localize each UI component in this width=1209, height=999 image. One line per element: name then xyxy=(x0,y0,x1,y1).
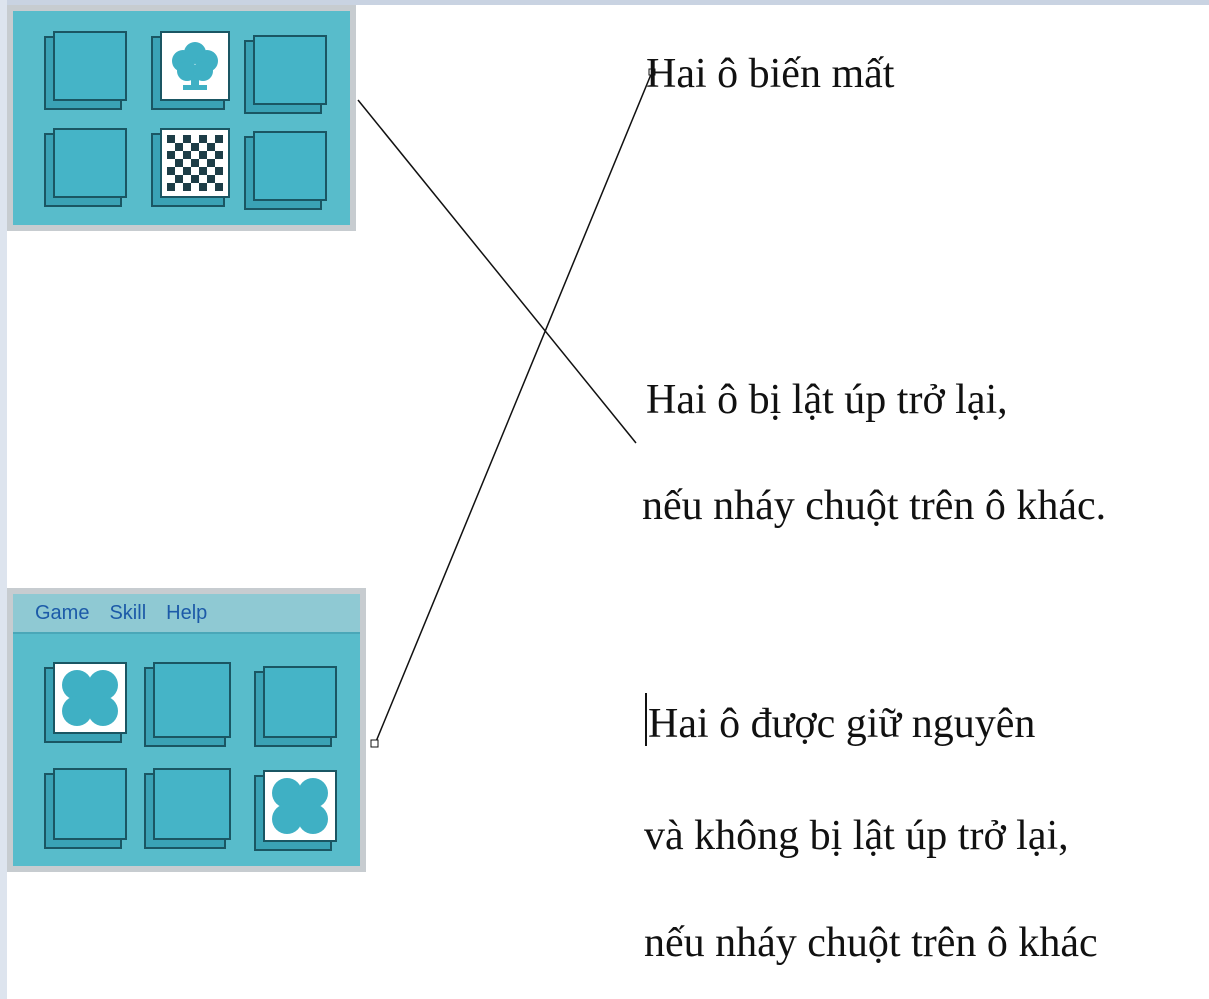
tile-flower[interactable] xyxy=(53,662,127,734)
game-board-top xyxy=(7,5,356,231)
option-2-line-1: Hai ô bị lật úp trở lại, xyxy=(646,377,1008,423)
option-2-line-2: nếu nháy chuột trên ô khác. xyxy=(642,483,1107,529)
tile-hidden[interactable] xyxy=(253,131,327,201)
option-3-line-2: và không bị lật úp trở lại, xyxy=(644,813,1069,859)
tree-icon xyxy=(172,42,218,90)
option-3-line-1: Hai ô được giữ nguyên xyxy=(648,701,1036,747)
text-cursor xyxy=(645,693,647,746)
menu-game[interactable]: Game xyxy=(35,601,90,624)
tile-hidden[interactable] xyxy=(53,768,127,840)
tile-hidden[interactable] xyxy=(153,768,231,840)
page-top-border xyxy=(0,0,1209,5)
tile-hidden[interactable] xyxy=(53,31,127,101)
tile-hidden[interactable] xyxy=(253,35,327,105)
page-left-border xyxy=(0,0,7,999)
line-handle xyxy=(648,68,656,76)
game-board-bottom: Game Skill Help xyxy=(7,588,366,872)
menu-skill[interactable]: Skill xyxy=(109,601,147,624)
line-handle xyxy=(370,739,379,748)
tile-hidden[interactable] xyxy=(263,666,337,738)
tile-hidden[interactable] xyxy=(53,128,127,198)
tile-checkerboard[interactable] xyxy=(160,128,230,198)
checkerboard-icon xyxy=(167,135,223,191)
menu-help[interactable]: Help xyxy=(166,601,208,624)
flower-icon xyxy=(62,670,118,726)
option-1-line-1: Hai ô biến mất xyxy=(646,51,895,97)
tile-flower[interactable] xyxy=(263,770,337,842)
tile-hidden[interactable] xyxy=(153,662,231,738)
tile-tree[interactable] xyxy=(160,31,230,101)
menu-bar: Game Skill Help xyxy=(13,594,360,634)
option-3-line-3: nếu nháy chuột trên ô khác xyxy=(644,920,1098,966)
connector-line-bottom xyxy=(374,71,653,745)
flower-icon xyxy=(272,778,328,834)
connector-line-top xyxy=(357,99,637,444)
